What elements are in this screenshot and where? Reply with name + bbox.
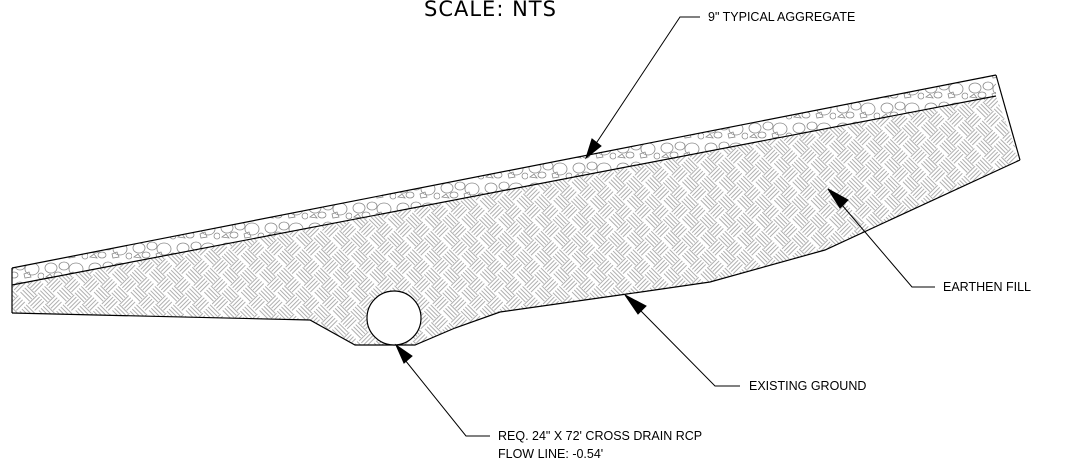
aggregate-layer-region	[12, 75, 996, 285]
cross-drain-pipe	[366, 290, 422, 346]
earthen-fill-label: EARTHEN FILL	[943, 280, 1031, 294]
earthen-fill-leader	[827, 188, 935, 288]
cross-drain-leader	[394, 343, 490, 437]
earthen-fill-region	[12, 96, 1020, 345]
cross-drain-label-line1: REQ. 24" X 72' CROSS DRAIN RCP	[498, 429, 702, 443]
section-outline	[11, 74, 1021, 346]
scale-label: SCALE: NTS	[424, 0, 557, 21]
existing-ground-leader	[624, 294, 740, 387]
aggregate-leader	[585, 16, 700, 160]
existing-ground-label: EXISTING GROUND	[749, 379, 866, 393]
aggregate-label: 9" TYPICAL AGGREGATE	[708, 10, 855, 24]
cross-drain-label-line2: FLOW LINE: -0.54'	[498, 447, 603, 461]
